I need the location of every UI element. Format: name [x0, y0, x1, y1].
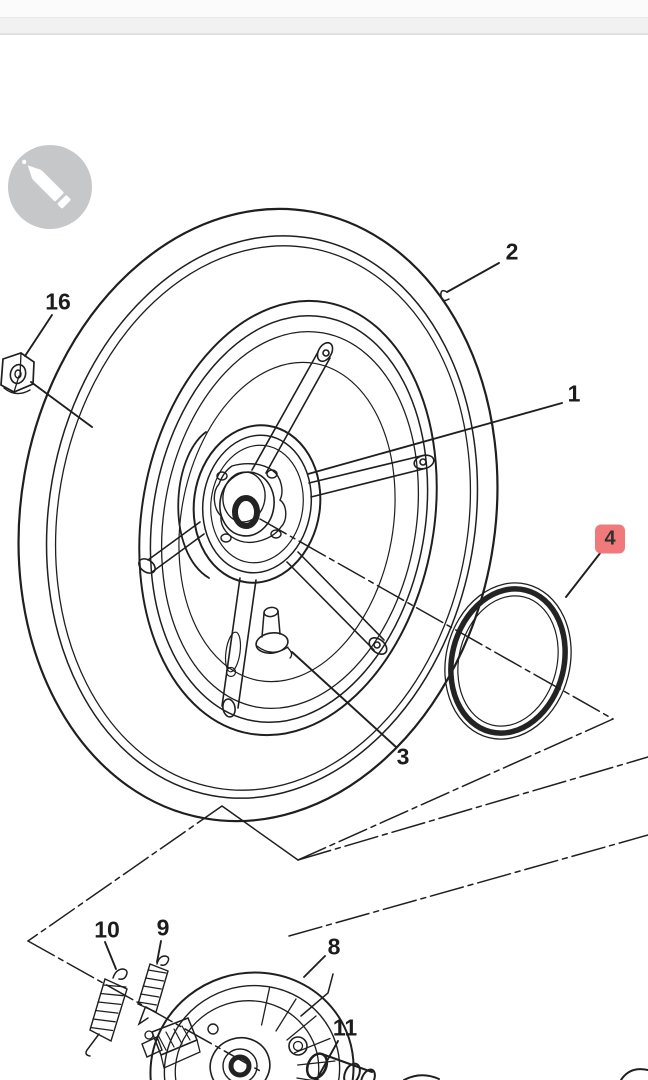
callout-9: 9 — [156, 914, 170, 941]
phantom-lines — [27, 518, 648, 1073]
spring-9 — [137, 955, 170, 1026]
header-band — [0, 18, 648, 33]
callout-4-highlighted-badge[interactable]: 4 — [595, 524, 625, 554]
spring-10 — [85, 968, 128, 1057]
brake-drum — [177, 424, 322, 584]
pencil-icon — [21, 159, 71, 209]
callout-11: 11 — [332, 1014, 358, 1041]
edit-button[interactable] — [8, 145, 92, 229]
callout-3: 3 — [396, 743, 410, 770]
valve-stem — [255, 606, 293, 659]
callout-2: 2 — [505, 238, 519, 265]
callout-1: 1 — [567, 380, 581, 407]
brake-assembly — [141, 971, 355, 1080]
shaft-part — [305, 1052, 648, 1080]
hub — [213, 462, 287, 544]
callout-16: 16 — [45, 288, 71, 315]
o-ring — [444, 582, 572, 740]
top-strip — [0, 0, 648, 18]
leader-lines — [24, 262, 602, 1078]
axle-nut — [0, 352, 35, 395]
callout-10: 10 — [94, 916, 120, 943]
spokes — [138, 341, 435, 718]
header-band-edge — [0, 33, 648, 35]
callout-8: 8 — [327, 933, 341, 960]
rim — [138, 299, 438, 737]
